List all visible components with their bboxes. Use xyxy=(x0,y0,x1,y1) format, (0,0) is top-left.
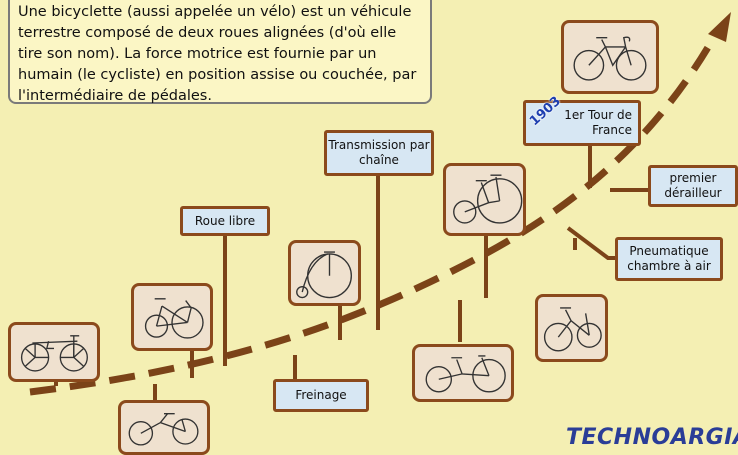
technoargia-logo: TECHNOARGIA xyxy=(566,425,738,450)
michaudine-photo xyxy=(131,283,213,351)
intro-text: Une bicyclette (aussi appelée un vélo) e… xyxy=(8,0,432,104)
high-wheel-photo xyxy=(443,163,526,236)
timeline-arrowhead xyxy=(708,12,731,42)
label-transmission: Transmission par chaîne xyxy=(324,130,434,176)
high-wheel-icon xyxy=(453,174,523,224)
modern-bicycle-icon xyxy=(573,36,647,81)
label-derailleur: premier dérailleur xyxy=(648,165,738,207)
draisienne-icon xyxy=(20,335,88,372)
safety-bicycle-icon xyxy=(425,355,506,393)
michaudine-icon xyxy=(144,298,204,339)
rover-icon xyxy=(543,307,602,352)
label-pneumatique: Pneumatique chambre à air xyxy=(615,237,723,281)
safety-bicycle-photo xyxy=(412,344,514,402)
grand-bi-icon xyxy=(296,251,352,299)
rover-photo xyxy=(535,294,608,362)
label-roue-libre: Roue libre xyxy=(180,206,270,236)
draisienne-photo xyxy=(8,322,100,382)
label-tour-de-france: 1er Tour de France xyxy=(523,100,641,146)
velocipede-icon xyxy=(128,413,199,446)
grand-bi-photo xyxy=(288,240,361,306)
label-freinage: Freinage xyxy=(273,379,369,412)
modern-bicycle-photo xyxy=(561,20,659,94)
velocipede-photo xyxy=(118,400,210,455)
